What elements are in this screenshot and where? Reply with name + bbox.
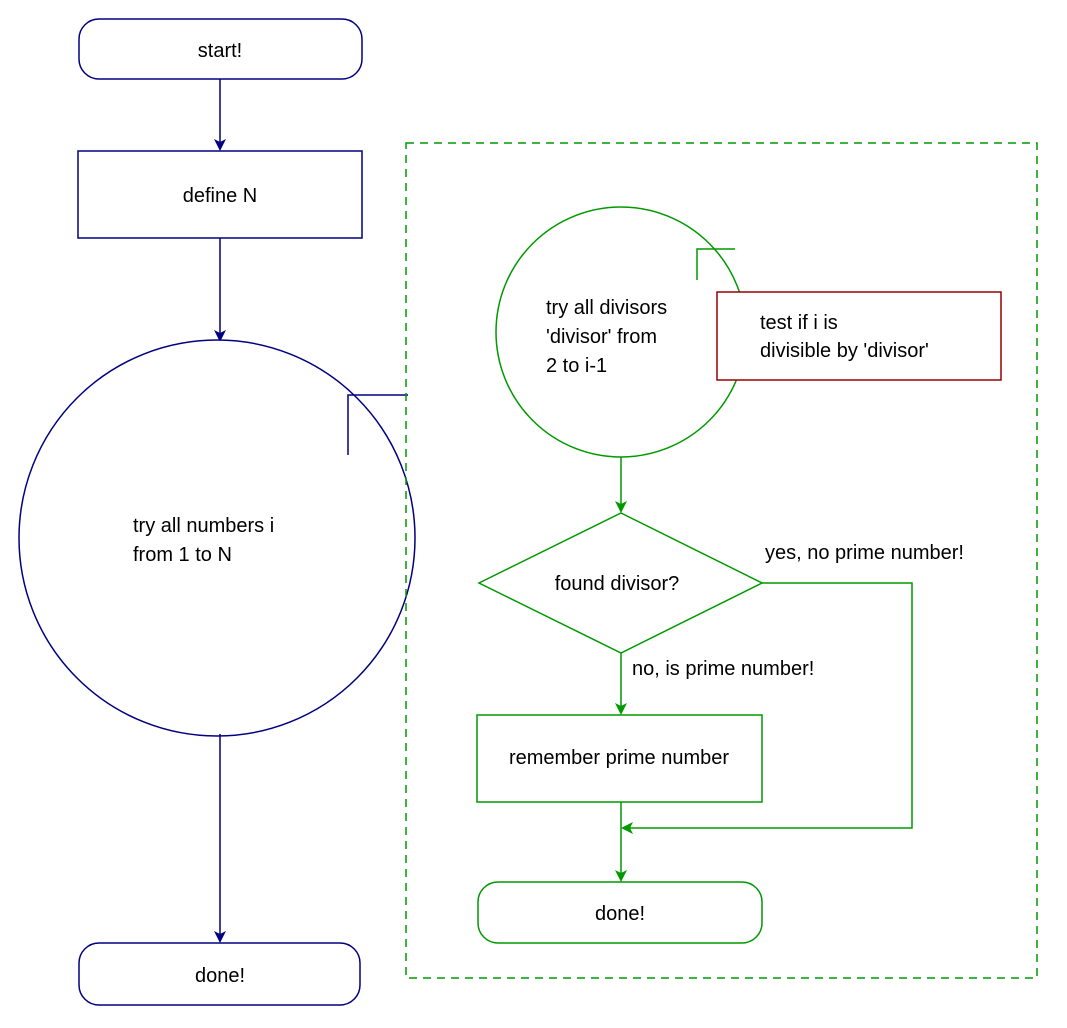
inner-loop-label-line2: 'divisor' from xyxy=(546,326,657,348)
remember-prime-process[interactable] xyxy=(476,714,763,803)
define-n-label: define N xyxy=(183,185,258,207)
define-n-process[interactable] xyxy=(77,150,363,239)
divisibility-test-line1: test if i is xyxy=(760,312,838,334)
inner-done-label: done! xyxy=(595,903,645,925)
inner-loop-label-line1: try all divisors xyxy=(546,297,667,319)
no-branch-label: no, is prime number! xyxy=(632,658,814,680)
outer-done-label: done! xyxy=(195,965,245,987)
outer-loop-label-line2: from 1 to N xyxy=(133,544,232,566)
inner-loop-body-connector xyxy=(696,248,735,280)
remember-prime-label: remember prime number xyxy=(509,747,729,769)
inner-loop-container xyxy=(405,142,1038,979)
outer-loop-body-connector xyxy=(347,394,408,455)
inner-loop-label-line3: 2 to i-1 xyxy=(546,355,607,377)
divisibility-test-box[interactable] xyxy=(716,291,1002,381)
start-label: start! xyxy=(198,40,242,62)
found-divisor-label: found divisor? xyxy=(555,573,680,595)
outer-flow: start! define N try all numbers i from 1… xyxy=(18,18,416,1006)
outer-loop-circle[interactable] xyxy=(18,339,416,737)
inner-done-terminal[interactable] xyxy=(477,881,763,944)
outer-done-terminal[interactable] xyxy=(78,942,361,1006)
outer-loop-label-line1: try all numbers i xyxy=(133,515,274,537)
divisibility-test-line2: divisible by 'divisor' xyxy=(760,340,929,362)
yes-branch-label: yes, no prime number! xyxy=(765,542,964,564)
inner-flow: try all divisors 'divisor' from 2 to i-1… xyxy=(476,206,1002,944)
yes-branch-path xyxy=(621,582,913,834)
